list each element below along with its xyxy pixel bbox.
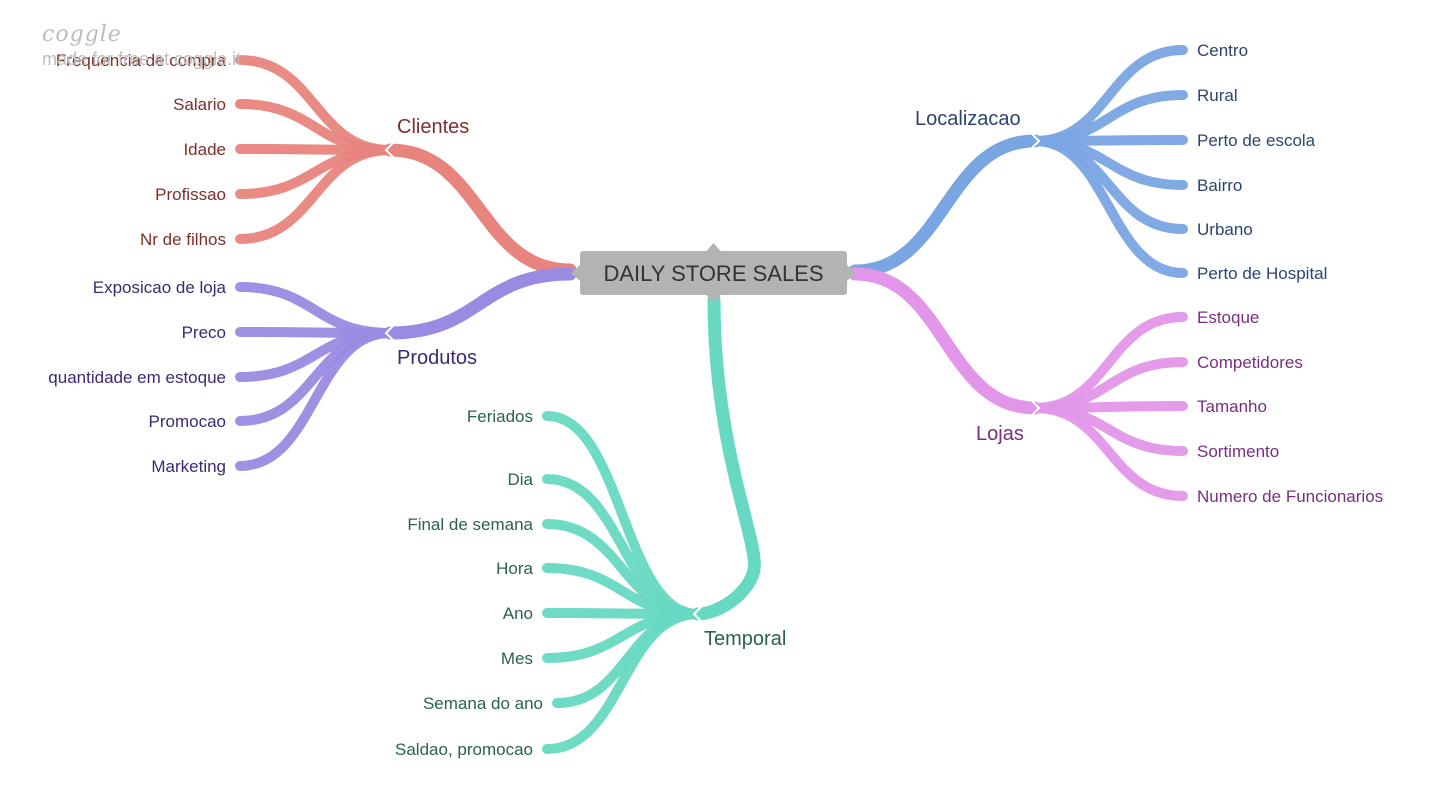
branch-label-temporal[interactable]: Temporal bbox=[704, 628, 786, 650]
produtos-child-connector bbox=[235, 328, 395, 471]
leaf-tamanho[interactable]: Tamanho bbox=[1197, 397, 1267, 416]
leaf-perto-de-hospital[interactable]: Perto de Hospital bbox=[1197, 264, 1327, 283]
produtos-main-connector bbox=[383, 267, 577, 340]
temporal-child-connector bbox=[542, 609, 703, 754]
clientes-child-connector bbox=[235, 145, 395, 244]
leaf-profissao[interactable]: Profissao bbox=[155, 185, 226, 204]
localizacao-hub-chevron-icon bbox=[1030, 132, 1041, 150]
leaf-semana-do-ano[interactable]: Semana do ano bbox=[423, 694, 543, 713]
leaf-promocao[interactable]: Promocao bbox=[149, 412, 226, 431]
leaf-exposicao-de-loja[interactable]: Exposicao de loja bbox=[93, 278, 227, 297]
branch-label-clientes[interactable]: Clientes bbox=[397, 116, 469, 138]
leaf-salario[interactable]: Salario bbox=[173, 95, 226, 114]
leaf-final-de-semana[interactable]: Final de semana bbox=[407, 515, 533, 534]
leaf-sortimento[interactable]: Sortimento bbox=[1197, 442, 1279, 461]
leaf-centro[interactable]: Centro bbox=[1197, 41, 1248, 60]
localizacao-main-connector bbox=[848, 134, 1042, 278]
mind-map-nodes: DAILY STORE SALES Clientes Frequencia de c… bbox=[48, 41, 1383, 759]
leaf-bairro[interactable]: Bairro bbox=[1197, 176, 1242, 195]
temporal-hub-chevron-icon bbox=[692, 605, 703, 623]
clientes-main-connector bbox=[383, 143, 577, 277]
lojas-main-connector bbox=[848, 267, 1042, 415]
temporal-main-connector bbox=[691, 293, 761, 621]
leaf-perto-de-escola[interactable]: Perto de escola bbox=[1197, 131, 1316, 150]
branch-lojas: Lojas EstoqueCompetidoresTamanhoSortiment… bbox=[976, 308, 1383, 506]
lojas-child-connector bbox=[1030, 403, 1188, 501]
leaf-preco[interactable]: Preco bbox=[182, 323, 226, 342]
branch-label-localizacao[interactable]: Localizacao bbox=[915, 108, 1021, 130]
leaf-feriados[interactable]: Feriados bbox=[467, 407, 533, 426]
localizacao-child-connector bbox=[1030, 136, 1188, 278]
leaf-estoque[interactable]: Estoque bbox=[1197, 308, 1259, 327]
leaf-marketing[interactable]: Marketing bbox=[151, 457, 226, 476]
leaf-idade[interactable]: Idade bbox=[183, 140, 226, 159]
leaf-urbano[interactable]: Urbano bbox=[1197, 220, 1253, 239]
leaf-numero-de-funcionarios[interactable]: Numero de Funcionarios bbox=[1197, 487, 1383, 506]
produtos-child-connector bbox=[235, 282, 395, 338]
central-topic-label: DAILY STORE SALES bbox=[603, 261, 823, 286]
lojas-hub-chevron-icon bbox=[1030, 399, 1041, 417]
leaf-hora[interactable]: Hora bbox=[496, 559, 533, 578]
branch-label-lojas[interactable]: Lojas bbox=[976, 423, 1024, 445]
branch-clientes: Clientes Frequencia de compraSalarioIdade… bbox=[56, 51, 469, 249]
leaf-nr-de-filhos[interactable]: Nr de filhos bbox=[140, 230, 226, 249]
leaf-competidores[interactable]: Competidores bbox=[1197, 353, 1303, 372]
leaf-dia[interactable]: Dia bbox=[507, 470, 533, 489]
leaf-ano[interactable]: Ano bbox=[503, 604, 533, 623]
leaf-rural[interactable]: Rural bbox=[1197, 86, 1238, 105]
central-topic-box bbox=[580, 251, 847, 295]
expand-left-arrow-icon[interactable] bbox=[571, 265, 580, 281]
expand-up-arrow-icon[interactable] bbox=[706, 243, 721, 251]
leaf-quantidade-em-estoque[interactable]: quantidade em estoque bbox=[48, 368, 226, 387]
central-topic-node[interactable]: DAILY STORE SALES bbox=[571, 243, 856, 303]
mind-map-edges bbox=[235, 45, 1188, 754]
expand-down-arrow-icon[interactable] bbox=[706, 295, 721, 303]
leaf-frequencia-de-compra[interactable]: Frequencia de compra bbox=[56, 51, 227, 70]
produtos-hub-chevron-icon bbox=[384, 324, 395, 342]
expand-right-arrow-icon[interactable] bbox=[847, 265, 856, 281]
leaf-saldao-promocao[interactable]: Saldao, promocao bbox=[395, 740, 533, 759]
clientes-hub-chevron-icon bbox=[384, 141, 395, 159]
temporal-child-connector bbox=[542, 411, 703, 619]
branch-label-produtos[interactable]: Produtos bbox=[397, 347, 477, 369]
leaf-mes[interactable]: Mes bbox=[501, 649, 533, 668]
